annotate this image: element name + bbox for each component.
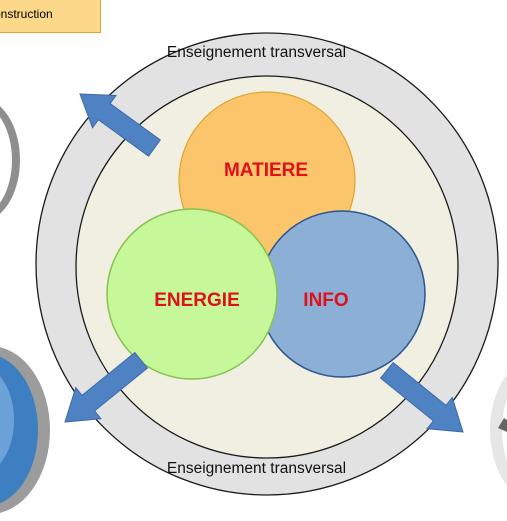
- energie-label: ENERGIE: [154, 290, 240, 311]
- matiere-label: MATIERE: [223, 160, 309, 181]
- info-label: INFO: [303, 290, 349, 311]
- side-image-right-bottom: [490, 374, 507, 486]
- side-image-left-bottom: [0, 347, 50, 513]
- construction-tag-text: construction: [0, 7, 53, 21]
- construction-tag: construction: [0, 0, 101, 33]
- outer-label-bottom: Enseignement transversal: [166, 460, 347, 477]
- arrow-top-left: [79, 93, 162, 157]
- arrow-bottom-left: [64, 351, 149, 423]
- side-image-left-top: [0, 106, 20, 214]
- outer-label-top: Enseignement transversal: [166, 44, 347, 61]
- arrow-bottom-right: [379, 361, 464, 433]
- energie-circle: [106, 208, 278, 380]
